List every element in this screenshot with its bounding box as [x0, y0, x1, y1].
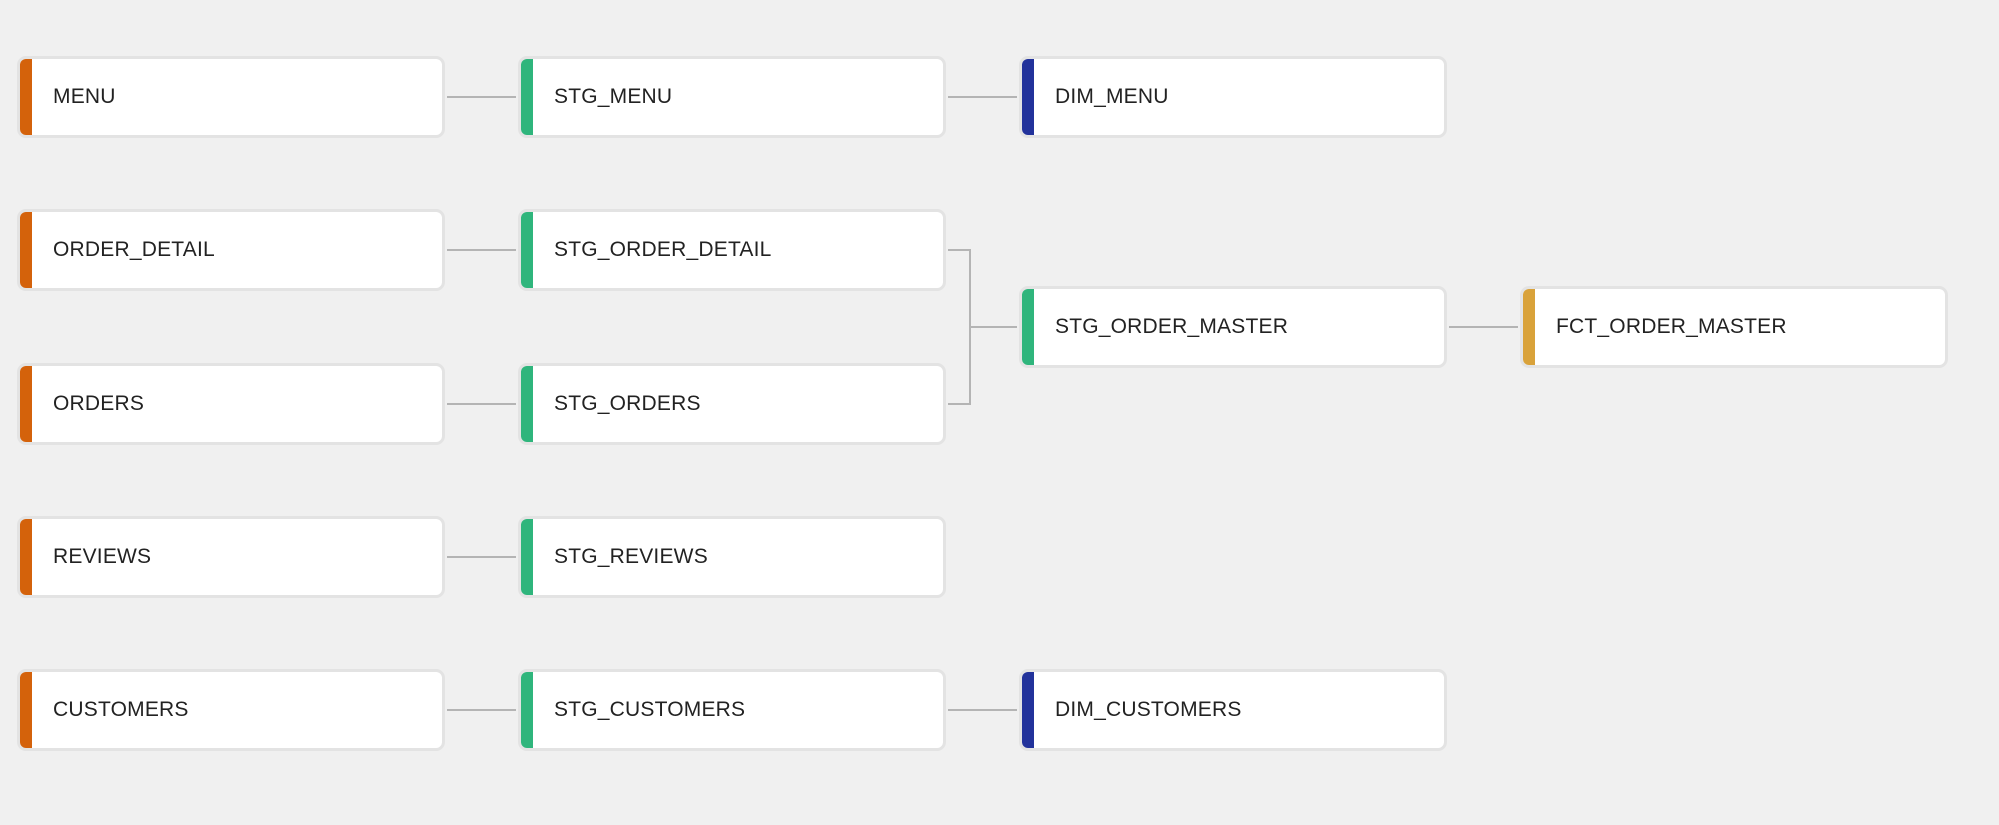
node-type-bar	[521, 519, 533, 595]
node-type-bar	[20, 519, 32, 595]
node-menu[interactable]: MENU	[17, 56, 445, 138]
node-type-bar	[20, 366, 32, 442]
node-label: FCT_ORDER_MASTER	[1556, 315, 1787, 338]
node-stg-reviews[interactable]: STG_REVIEWS	[518, 516, 946, 598]
node-type-bar	[521, 672, 533, 748]
edge-stg-order-detail-to-stg-order-master	[948, 249, 1017, 328]
node-label: STG_ORDER_MASTER	[1055, 315, 1289, 338]
node-stg-customers[interactable]: STG_CUSTOMERS	[518, 669, 946, 751]
node-label: STG_CUSTOMERS	[554, 698, 746, 721]
node-type-bar	[1022, 672, 1034, 748]
edge-stg-orders-to-stg-order-master	[948, 326, 1017, 405]
node-stg-order-detail[interactable]: STG_ORDER_DETAIL	[518, 209, 946, 291]
node-stg-orders[interactable]: STG_ORDERS	[518, 363, 946, 445]
node-customers[interactable]: CUSTOMERS	[17, 669, 445, 751]
node-label: REVIEWS	[53, 545, 152, 568]
node-label: MENU	[53, 85, 116, 108]
node-type-bar	[1022, 289, 1034, 365]
node-label: CUSTOMERS	[53, 698, 189, 721]
node-label: STG_REVIEWS	[554, 545, 708, 568]
node-type-bar	[1523, 289, 1535, 365]
node-label: DIM_CUSTOMERS	[1055, 698, 1242, 721]
node-type-bar	[20, 212, 32, 288]
node-label: STG_MENU	[554, 85, 673, 108]
node-label: DIM_MENU	[1055, 85, 1169, 108]
node-label: STG_ORDER_DETAIL	[554, 238, 772, 261]
node-type-bar	[521, 366, 533, 442]
node-type-bar	[521, 212, 533, 288]
node-fct-order-master[interactable]: FCT_ORDER_MASTER	[1520, 286, 1948, 368]
node-label: ORDER_DETAIL	[53, 238, 215, 261]
node-label: STG_ORDERS	[554, 392, 701, 415]
node-dim-menu[interactable]: DIM_MENU	[1019, 56, 1447, 138]
node-type-bar	[20, 59, 32, 135]
node-order-detail[interactable]: ORDER_DETAIL	[17, 209, 445, 291]
node-type-bar	[1022, 59, 1034, 135]
node-reviews[interactable]: REVIEWS	[17, 516, 445, 598]
node-stg-menu[interactable]: STG_MENU	[518, 56, 946, 138]
node-type-bar	[521, 59, 533, 135]
node-stg-order-master[interactable]: STG_ORDER_MASTER	[1019, 286, 1447, 368]
node-dim-customers[interactable]: DIM_CUSTOMERS	[1019, 669, 1447, 751]
node-label: ORDERS	[53, 392, 145, 415]
node-orders[interactable]: ORDERS	[17, 363, 445, 445]
node-type-bar	[20, 672, 32, 748]
